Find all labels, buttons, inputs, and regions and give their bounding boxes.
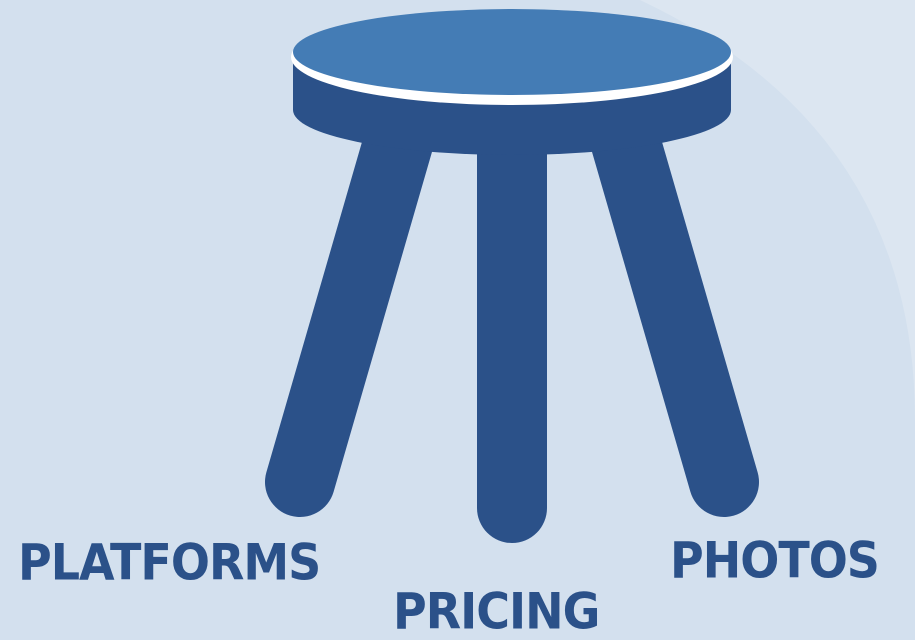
stool-icon (265, 9, 759, 543)
label-platforms: PLATFORMS (18, 532, 321, 592)
label-photos: PHOTOS (670, 530, 880, 590)
background-arc-shape (640, 0, 915, 420)
stool-leg-right (590, 105, 759, 517)
stool-seat-top (293, 9, 731, 95)
label-pricing: PRICING (393, 581, 600, 640)
stool-legs (265, 105, 759, 543)
stool-leg-left (265, 105, 434, 517)
